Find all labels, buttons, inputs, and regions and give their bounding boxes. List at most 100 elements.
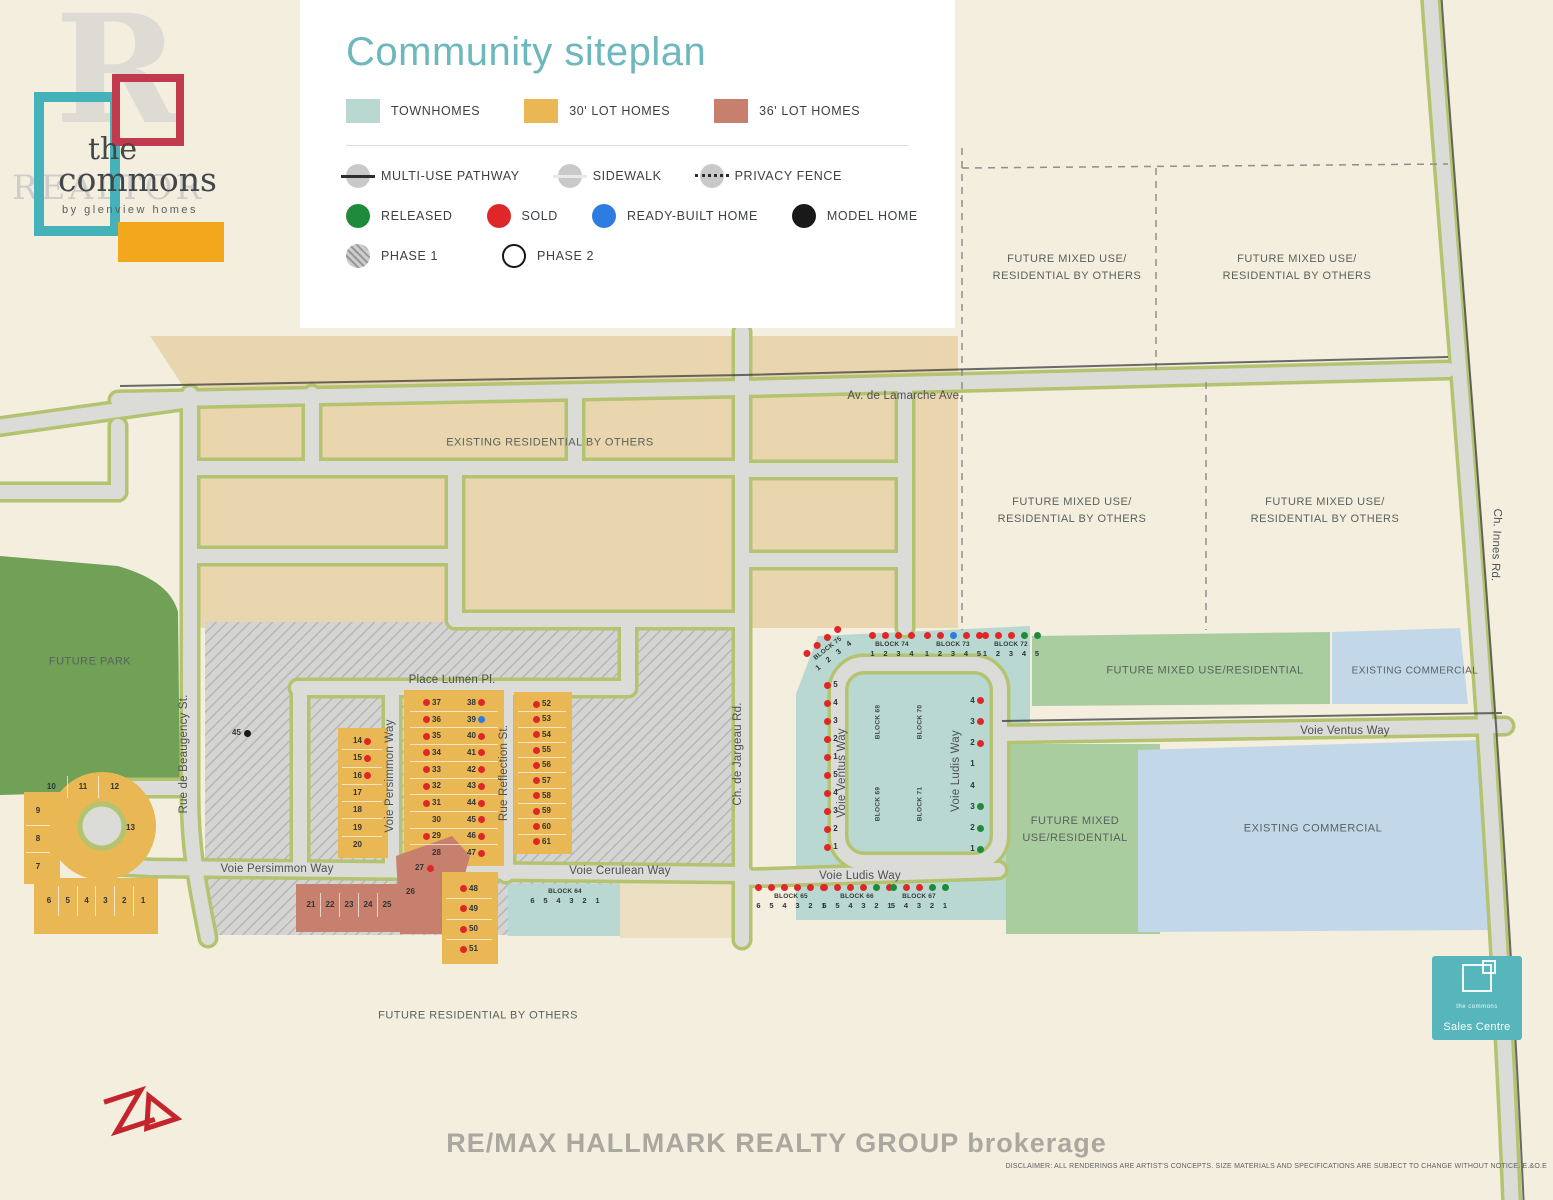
unit-number: 4 [848, 901, 853, 910]
lot: 14 [342, 733, 382, 751]
legend-label: MULTI-USE PATHWAY [381, 169, 520, 183]
lots-28-47: 37 38 36 39 35 40 34 41 33 42 [410, 695, 498, 861]
lot-number: 57 [542, 775, 551, 785]
unit-number: 6 [822, 901, 827, 910]
logo-teal-square [34, 92, 120, 236]
lot-pair-row: 34 41 [410, 745, 498, 762]
page-title: Community siteplan [346, 30, 707, 74]
lot: 11 [68, 776, 100, 798]
legend-line-types: MULTI-USE PATHWAY SIDEWALK PRIVACY FENCE [341, 164, 955, 188]
townhome-unit: 2 [964, 818, 990, 839]
status-dot [533, 792, 541, 800]
unit-number: 2 [970, 823, 975, 833]
townhome-unit: 1 [818, 838, 844, 856]
status-dot [902, 884, 910, 891]
status-dot [423, 782, 431, 790]
status-dot [533, 807, 541, 815]
unit-number: 2 [833, 734, 838, 743]
lot-number: 55 [542, 745, 551, 755]
logo-yellow-rect [118, 222, 224, 262]
lot-number: 34 [432, 747, 441, 757]
unit-number: 1 [970, 759, 975, 769]
status-dot [936, 632, 944, 639]
lot-number: 40 [467, 731, 476, 741]
unit-number: 3 [861, 901, 866, 910]
lot: 9 [26, 798, 50, 826]
status-dot [477, 799, 485, 807]
unit-number: 2 [929, 901, 935, 910]
lot: 60 [518, 819, 566, 835]
unit-number: 3 [916, 901, 922, 910]
lot-27: 27 [415, 864, 434, 872]
unit-number: 5 [769, 901, 774, 910]
legend-lot-types: TOWNHOMES 30' LOT HOMES 36' LOT HOMES [346, 99, 955, 123]
lot-number: 51 [469, 944, 478, 954]
status-dot [882, 632, 889, 639]
lot: 10 [36, 776, 68, 798]
status-dot [824, 681, 832, 689]
status-dot [423, 716, 431, 724]
unit-number: 5 [976, 649, 982, 658]
lot-number: 22 [325, 900, 335, 909]
lot-number: 36 [432, 714, 441, 724]
unit-number: 3 [950, 649, 956, 658]
lot-number: 23 [344, 900, 354, 909]
block-label: BLOCK 67 [902, 893, 936, 900]
status-dot-icon [791, 204, 816, 228]
legend-item: READY-BUILT HOME [591, 204, 758, 228]
lot: 54 [518, 728, 566, 743]
street-label-innes: Ch. Innes Rd. [1488, 508, 1504, 582]
lot: 18 [342, 802, 382, 820]
status-dot [423, 732, 431, 740]
block-68-label: BLOCK 68 [874, 704, 882, 740]
north-arrow [103, 1085, 183, 1137]
area-label-existing-residential: EXISTING RESIDENTIAL BY OTHERS [446, 436, 654, 449]
lot-number: 59 [542, 806, 551, 816]
lot: 56 [518, 758, 566, 774]
lot-number: 52 [542, 699, 551, 709]
legend-item: 36' LOT HOMES [714, 99, 860, 123]
unit-number: 5 [1034, 649, 1040, 658]
unit-number: 1 [942, 901, 948, 910]
block-status-dots [981, 632, 1042, 639]
sales-centre-logo-icon [1462, 960, 1496, 992]
legend-item: MULTI-USE PATHWAY [341, 164, 520, 188]
status-dot [477, 699, 485, 707]
street-label-lumen: Place Lumen Pl. [408, 674, 496, 686]
status-dot [533, 777, 541, 785]
unit-number: 1 [982, 649, 988, 658]
status-dot [834, 884, 841, 891]
property-dashes [961, 148, 1449, 630]
status-dot [824, 789, 832, 797]
lot-number: 11 [78, 782, 88, 791]
unit-number: 6 [530, 896, 535, 905]
lot: 48 [446, 879, 492, 900]
legend-label: PRIVACY FENCE [734, 169, 842, 183]
logo-text-commons: commons [58, 160, 217, 199]
status-dot [477, 849, 485, 857]
status-dot [928, 884, 936, 891]
lot-number: 26 [406, 887, 415, 896]
lot-number: 6 [46, 896, 52, 905]
status-dot [889, 884, 897, 891]
status-dot [821, 884, 828, 891]
lot-number: 18 [353, 805, 362, 815]
status-dot [976, 803, 984, 811]
street-label-beaugency: Rue de Beaugency St. [178, 694, 190, 814]
block-label: BLOCK 65 [774, 893, 808, 900]
lot-number: 45 [232, 728, 241, 737]
status-dot [423, 749, 431, 757]
status-dot [460, 905, 468, 913]
block-status-dots [889, 884, 950, 891]
status-dot [824, 735, 832, 743]
lot: 7 [26, 853, 50, 880]
lot-number: 37 [432, 697, 441, 707]
